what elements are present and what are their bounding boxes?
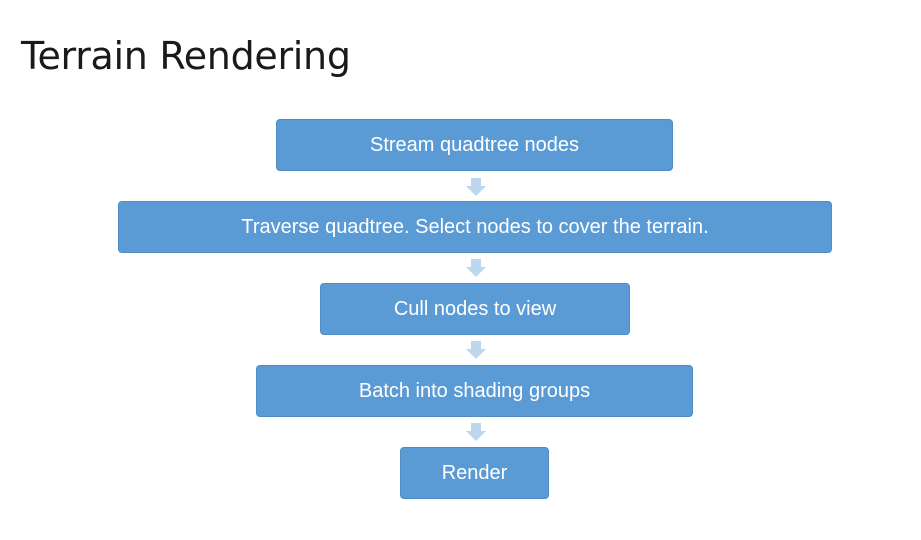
down-arrow-icon bbox=[466, 341, 486, 359]
flow-step-batch-shading: Batch into shading groups bbox=[256, 365, 693, 417]
down-arrow-icon bbox=[466, 259, 486, 277]
flow-step-cull-nodes: Cull nodes to view bbox=[320, 283, 630, 335]
down-arrow-icon bbox=[466, 423, 486, 441]
down-arrow-icon bbox=[466, 178, 486, 196]
flow-step-render: Render bbox=[400, 447, 549, 499]
flow-step-traverse-quadtree: Traverse quadtree. Select nodes to cover… bbox=[118, 201, 832, 253]
flow-step-stream-nodes: Stream quadtree nodes bbox=[276, 119, 673, 171]
slide-title: Terrain Rendering bbox=[21, 34, 351, 78]
